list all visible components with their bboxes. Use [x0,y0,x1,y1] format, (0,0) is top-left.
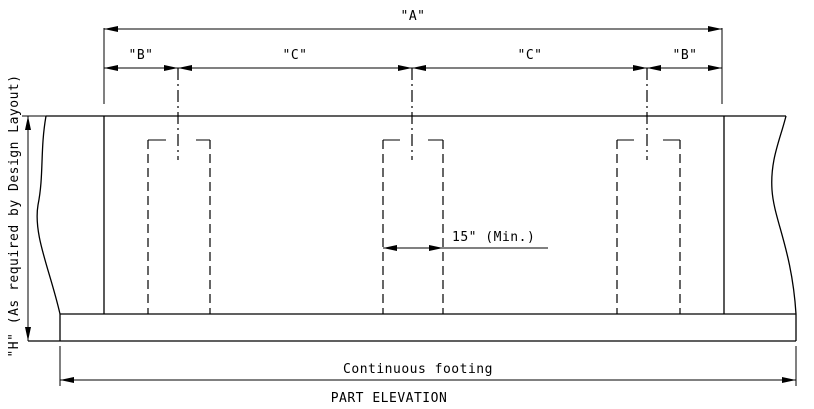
footing-label: Continuous footing [343,362,493,377]
height-arrow-bottom [25,327,31,341]
height-label: "H" (As required by Design Layout) [7,74,22,357]
right-break-line [771,115,797,315]
clearance-arrow-right [429,245,443,251]
clearance-arrow-left [383,245,397,251]
drawing-title: PART ELEVATION [331,391,448,406]
dimension-b-right-label: "B" [673,48,698,63]
footing-arrow-left [60,377,74,383]
opening-right [616,139,681,314]
dimension-a-arrow-left [104,26,118,32]
dimension-b-left-arrow-start [104,65,118,71]
dimension-c-right-arrow-start [412,65,426,71]
dimension-b-right-arrow-end [708,65,722,71]
left-break-line [36,115,61,315]
wall-outline [36,115,797,315]
dimension-c-left-label: "C" [283,48,308,63]
opening-left [147,139,211,314]
dimension-c-right-label: "C" [518,48,543,63]
dimension-chain: "B" "C" "C" "B" [104,48,722,71]
dimension-c-right-arrow-end [633,65,647,71]
dimension-a-label: "A" [401,9,426,24]
dimension-b-left-label: "B" [129,48,154,63]
height-dimension: "H" (As required by Design Layout) [7,74,46,358]
footing [28,313,797,342]
dimension-c-left-arrow-end [398,65,412,71]
height-arrow-top [25,116,31,130]
dimension-a: "A" [104,9,722,32]
clearance-dimension: 15" (Min.) [383,230,548,251]
dimension-b-left-arrow-end [164,65,178,71]
footing-arrow-right [782,377,796,383]
dimension-b-right-arrow-start [647,65,661,71]
footing-dimension: Continuous footing [59,346,797,386]
clearance-label: 15" (Min.) [452,230,535,245]
dimension-c-left-arrow-start [178,65,192,71]
opening-center [382,139,444,314]
dimension-a-arrow-right [708,26,722,32]
